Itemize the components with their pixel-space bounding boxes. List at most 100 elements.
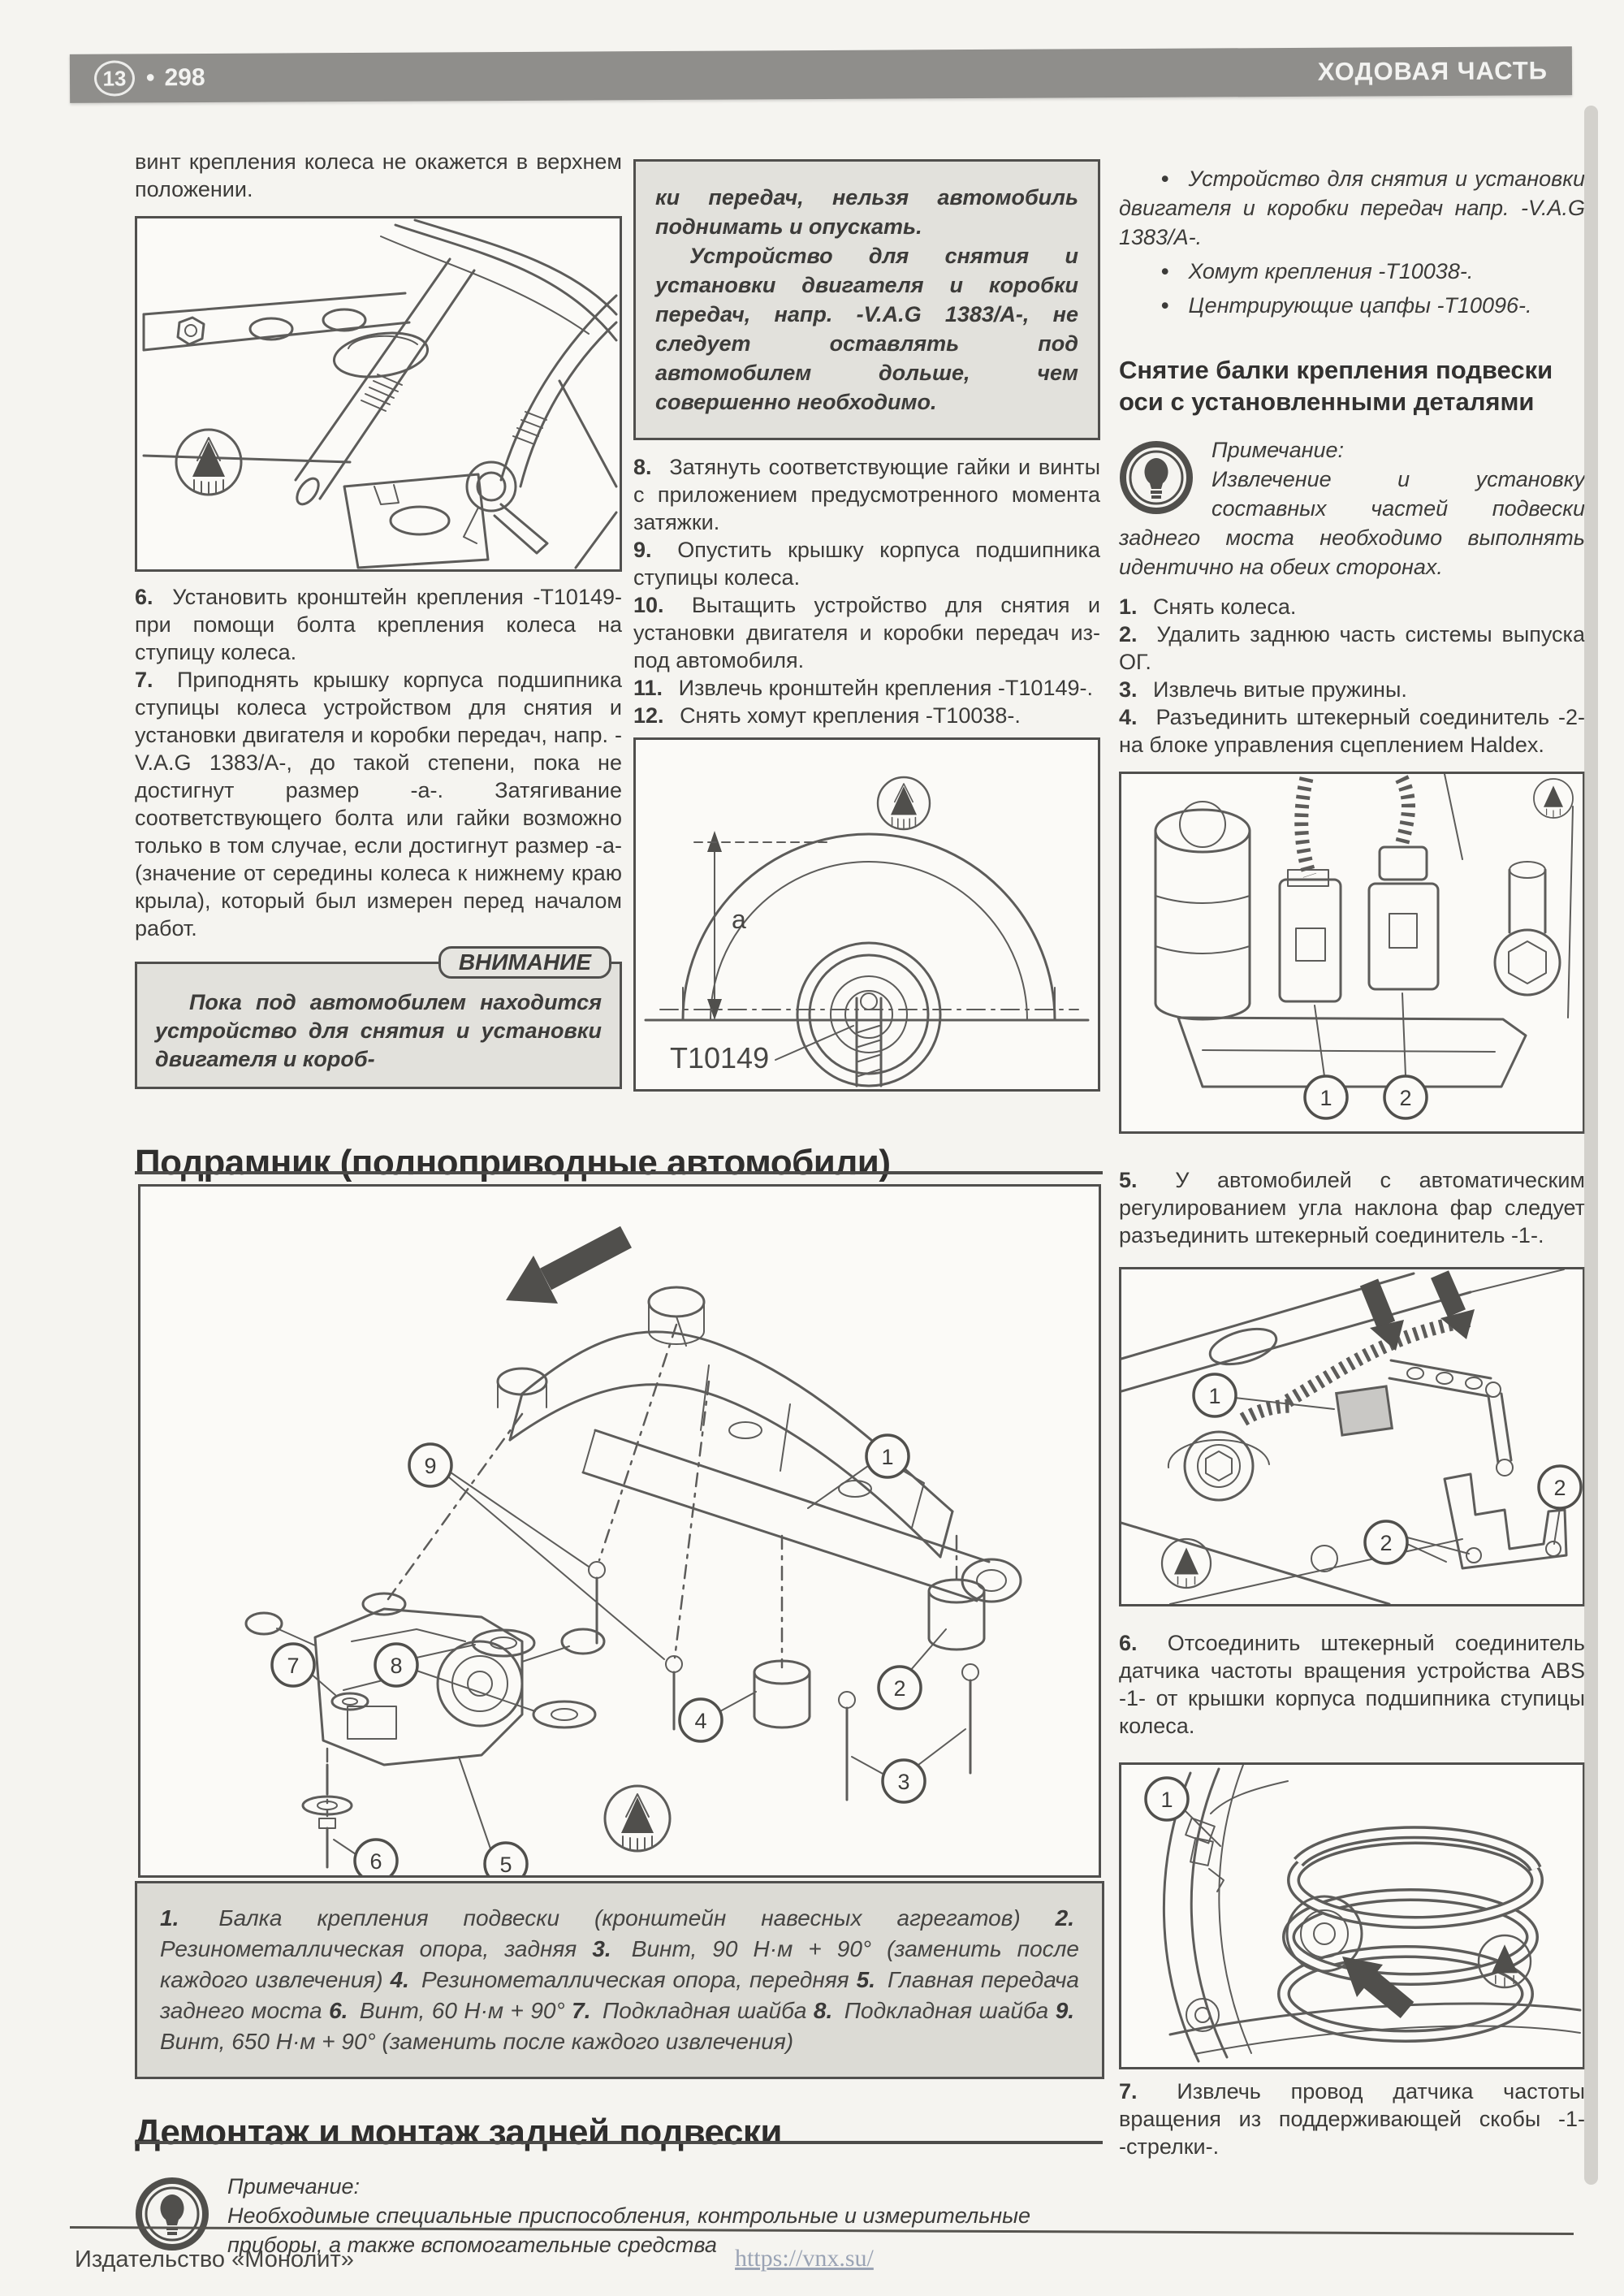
svg-text:2: 2 [1399,1086,1411,1110]
publisher-credit: Издательство «Монолит» [75,2246,354,2272]
callout-8: 8 [374,1642,536,1712]
tool-bullet-3: •Центрирующие цапфы -Т10096-. [1161,293,1532,318]
svg-text:6: 6 [369,1849,382,1874]
svg-text:8: 8 [390,1654,402,1678]
step-6: 6. Установить кронштейн крепления -Т1014… [135,585,622,664]
svg-text:2: 2 [1553,1476,1566,1500]
step-7: 7. Приподнять крышку корпуса подшипника … [135,668,622,940]
warning-label: ВНИМАНИЕ [438,946,611,979]
warning-continuation-box: ки передач, нельзя автомобиль поднимать … [633,159,1100,440]
step-6-right: 6. Отсоединить штекерный соединитель дат… [1119,1631,1585,1738]
bullet-icon: • [1161,259,1169,283]
callout-4: 4 [678,1691,757,1743]
middle-steps: 8. Затянуть соответствующие гайки и винт… [633,453,1100,729]
step-3: 3. Извлечь витые пружины. [1119,677,1407,702]
svg-text:1: 1 [1320,1086,1332,1110]
left-intro-paragraph: винт крепления колеса не окажется в верх… [135,149,622,201]
figure-strap-tool [135,216,622,572]
callout-9: 9 [408,1442,665,1660]
tool-t10149-label: T10149 [670,1041,769,1074]
note-label: Примечание: [1212,438,1344,462]
callout-7: 7 [270,1642,336,1696]
step-10: 10. Вытащить устройство для снятия и уст… [633,593,1100,672]
bullet-icon: • [1161,293,1169,318]
monolith-logo-watermark [1533,778,1574,819]
warning-cont-1: ки передач, нельзя автомобиль поднимать … [655,185,1078,239]
svg-text:4: 4 [694,1709,706,1733]
warning-cont-2: Устройство для снятия и установки двигат… [655,244,1078,414]
chapter-badge: 13 [93,60,136,97]
bulb-icon [136,2177,209,2251]
svg-text:3: 3 [897,1770,909,1794]
figure-subframe-exploded: 1 9 7 8 4 2 [138,1184,1101,1878]
callout-1: 1 [1192,1373,1335,1418]
monolith-logo-watermark [1477,1934,1532,1989]
warning-box: ВНИМАНИЕ Пока под автомобилем находится … [135,946,622,1089]
svg-text:1: 1 [1160,1788,1173,1812]
svg-text:5: 5 [499,1853,512,1875]
right-steps-1-4: 1. Снять колеса. 2. Удалить заднюю часть… [1119,593,1585,759]
bulb-icon [1120,441,1193,514]
callout-1: 1 [807,1433,910,1509]
page-number: 298 [164,63,205,92]
tool-bullet-1: •Устройство для снятия и установки двига… [1119,166,1585,249]
section-title: ХОДОВАЯ ЧАСТЬ [1317,56,1548,86]
svg-text:1: 1 [881,1445,893,1469]
callout-2: 2 [1363,1520,1470,1565]
callout-2b: 2 [1537,1464,1583,1545]
heading-rule [135,1171,1103,1174]
header-separator: • [145,64,155,92]
tool-bullet-2: •Хомут крепления -Т10038-. [1161,259,1474,283]
note-block: Примечание: Извлечение и установку соста… [1119,435,1585,582]
step-1: 1. Снять колеса. [1119,595,1297,619]
callout-6: 6 [333,1838,399,1875]
svg-text:9: 9 [424,1454,436,1478]
subframe-section-heading: Подрамник (полноприводные автомобили) [135,1143,891,1183]
svg-text:1: 1 [1208,1384,1220,1408]
step-4: 4. Разъединить штекерный соединитель -2-… [1119,705,1585,757]
monolith-logo-watermark [603,1784,672,1853]
subframe-caption: 1. Балка крепления подвески (кронштейн н… [135,1881,1104,2079]
svg-text:2: 2 [893,1676,905,1701]
coil-spring-illustration: 1 [1144,1765,1582,2063]
step-9: 9. Опустить крышку корпуса подшипника ст… [633,538,1100,590]
step-7-right: 7. Извлечь провод датчика частоты вращен… [1119,2079,1585,2159]
wheel-arch-illustration: a T10149 [644,776,1090,1087]
bullet-icon: • [1161,166,1169,191]
callout-3: 3 [851,1728,966,1804]
haldex-illustration: 1 2 [1154,774,1574,1120]
bottom-section-heading: Демонтаж и монтаж задней подвески [135,2112,782,2153]
monolith-logo-watermark [175,428,243,496]
figure-wheel-arch: a T10149 [633,737,1100,1092]
figure-coil-spring: 1 [1119,1762,1585,2069]
dimension-a-label: a [732,905,746,934]
figure-haldex-connectors: 1 2 [1119,772,1585,1134]
step-11: 11. Извлечь кронштейн крепления -Т10149-… [633,676,1093,700]
note-label: Примечание: [227,2174,360,2199]
monolith-logo-watermark [1160,1537,1212,1589]
callout-2: 2 [877,1628,947,1710]
scan-edge-shadow [1584,106,1598,2185]
bottom-note-block: Примечание: Необходимые специальные прис… [135,2172,1101,2259]
monolith-logo-watermark [876,776,931,831]
headlight-sensor-illustration: 1 2 2 [1121,1269,1583,1604]
figure-headlight-sensor: 1 2 2 [1119,1267,1585,1606]
warning-text: Пока под автомобилем находится устройств… [155,990,602,1071]
heading-rule [135,2141,1103,2144]
callout-1: 1 [1303,1005,1349,1120]
middle-column: ки передач, нельзя автомобиль поднимать … [633,159,1100,1092]
step-12: 12. Снять хомут крепления -Т10038-. [633,703,1021,728]
svg-text:2: 2 [1380,1531,1392,1555]
step-5: 5. У автомобилей с автоматическим регули… [1119,1168,1585,1247]
callout-1: 1 [1144,1776,1221,1847]
page-number-block: 13 • 298 [93,60,205,97]
callout-2: 2 [1383,992,1428,1120]
page-header: 13 • 298 ХОДОВАЯ ЧАСТЬ [69,46,1573,103]
watermark-url-link[interactable]: https://vnx.su/ [735,2245,874,2272]
subsection-heading: Снятие балки крепления подвески оси с ус… [1119,356,1553,416]
left-steps: 6. Установить кронштейн крепления -Т1014… [135,583,622,942]
note-text: Извлечение и установку составных частей … [1119,467,1585,579]
step-2: 2. Удалить заднюю часть системы выпуска … [1119,622,1585,674]
right-column: •Устройство для снятия и установки двига… [1119,159,1585,2160]
